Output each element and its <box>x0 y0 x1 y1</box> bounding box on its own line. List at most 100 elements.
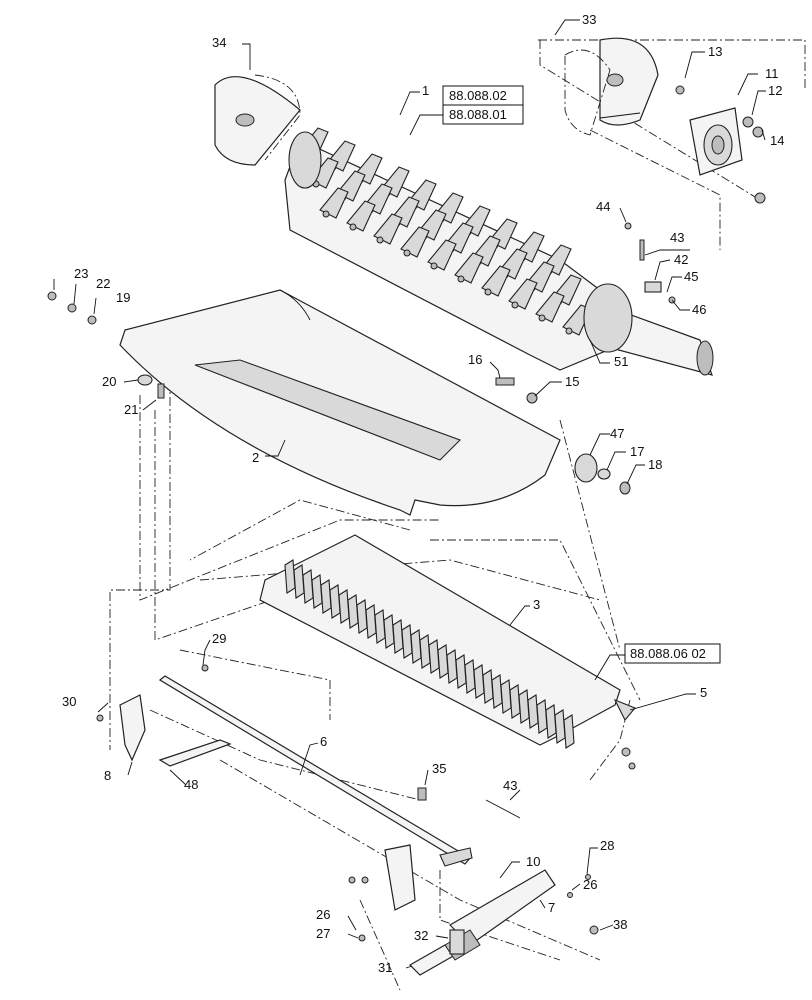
callout-38: 38 <box>613 917 627 932</box>
lever-8 <box>119 694 232 767</box>
bearing-11 <box>689 107 743 176</box>
callout-6: 6 <box>320 734 327 749</box>
callout-20: 20 <box>102 374 116 389</box>
pan-2 <box>119 289 561 516</box>
grate-tooth <box>428 639 440 674</box>
callout-47: 47 <box>610 426 624 441</box>
grate-tooth <box>446 649 458 684</box>
grate-tooth <box>293 564 305 599</box>
grate-tooth <box>437 644 449 679</box>
grate-tooth <box>311 574 323 609</box>
grate-tooth <box>464 659 476 694</box>
callout-29: 29 <box>212 631 226 646</box>
grate-tooth <box>320 579 332 614</box>
grate-3 <box>259 534 636 749</box>
callout-43b: 43 <box>503 778 517 793</box>
grate-tooth <box>554 709 566 744</box>
callout-33: 33 <box>582 12 596 27</box>
grate-tooth <box>455 654 467 689</box>
rotor-tine <box>346 200 376 232</box>
grate-tooth <box>536 699 548 734</box>
rod-6 <box>158 675 473 867</box>
callout-18: 18 <box>648 457 662 472</box>
callout-leaders <box>53 19 766 969</box>
callout-numbers: 1 2 3 5 6 7 8 10 11 12 13 14 15 16 17 18… <box>62 12 784 975</box>
grate-tooth <box>527 694 539 729</box>
callout-48: 48 <box>184 777 198 792</box>
callout-51: 51 <box>614 354 628 369</box>
rotor-tine <box>508 278 538 310</box>
grate-tooth <box>347 594 359 629</box>
rotor-tine <box>373 213 403 245</box>
callout-16: 16 <box>468 352 482 367</box>
pan-perforated-area <box>194 359 461 461</box>
grate-tooth <box>302 569 314 604</box>
callout-15: 15 <box>565 374 579 389</box>
rotor-tine <box>481 265 511 297</box>
callout-22: 22 <box>96 276 110 291</box>
callout-12: 12 <box>768 83 782 98</box>
rotor-tine <box>309 157 339 189</box>
ref-box-mid <box>442 104 524 125</box>
tine-bolt <box>322 210 330 218</box>
rotor-assembly <box>284 127 714 376</box>
rotor-tine <box>454 252 484 284</box>
callout-46: 46 <box>692 302 706 317</box>
hardware <box>47 85 766 942</box>
callout-35: 35 <box>432 761 446 776</box>
tine-bolt <box>511 301 519 309</box>
callout-21: 21 <box>124 402 138 417</box>
callout-1: 1 <box>422 83 429 98</box>
rotor-tine <box>427 239 457 271</box>
callout-42: 42 <box>674 252 688 267</box>
tine-bolt <box>538 314 546 322</box>
callout-32: 32 <box>414 928 428 943</box>
grate-tooth <box>383 614 395 649</box>
ref-label-mid: 88.088.01 <box>449 107 507 122</box>
grate-tooth <box>482 669 494 704</box>
callout-30: 30 <box>62 694 76 709</box>
grate-tooth <box>500 679 512 714</box>
grate-tooth <box>518 689 530 724</box>
bracket-lower <box>384 844 416 911</box>
reference-boxes: 88.088.02 88.088.01 88.088.06 02 <box>442 85 721 664</box>
callout-10: 10 <box>526 854 540 869</box>
grate-tooth <box>374 609 386 644</box>
tine-bolt <box>565 327 573 335</box>
grate-tooth <box>329 584 341 619</box>
callout-26a: 26 <box>583 877 597 892</box>
grate-tooth <box>473 664 485 699</box>
callout-5: 5 <box>700 685 707 700</box>
callout-8: 8 <box>104 768 111 783</box>
tine-bolt <box>376 236 384 244</box>
rotor-tine <box>535 291 565 323</box>
grate-tooth <box>284 559 296 594</box>
grate-tooth <box>401 624 413 659</box>
rotor-tine <box>400 226 430 258</box>
assembly-dash-lines <box>109 39 806 991</box>
callout-11: 11 <box>765 66 779 81</box>
callout-14: 14 <box>770 133 784 148</box>
grate-tooth <box>419 634 431 669</box>
grate-tooth <box>545 704 557 739</box>
callout-19: 19 <box>116 290 130 305</box>
grate-tooth <box>563 714 575 749</box>
grate-tooth <box>338 589 350 624</box>
callout-13: 13 <box>708 44 722 59</box>
grate-teeth <box>284 559 575 749</box>
ref-label-top: 88.088.02 <box>449 88 507 103</box>
tine-bolt <box>349 223 357 231</box>
callout-31: 31 <box>378 960 392 975</box>
grate-tooth <box>509 684 521 719</box>
tine-bolt <box>403 249 411 257</box>
ref-box-right <box>624 643 721 664</box>
callout-34: 34 <box>212 35 226 50</box>
callout-43a: 43 <box>670 230 684 245</box>
callout-17: 17 <box>630 444 644 459</box>
side-plate-33 <box>564 37 659 136</box>
callout-3: 3 <box>533 597 540 612</box>
callout-27: 27 <box>316 926 330 941</box>
callout-28: 28 <box>600 838 614 853</box>
